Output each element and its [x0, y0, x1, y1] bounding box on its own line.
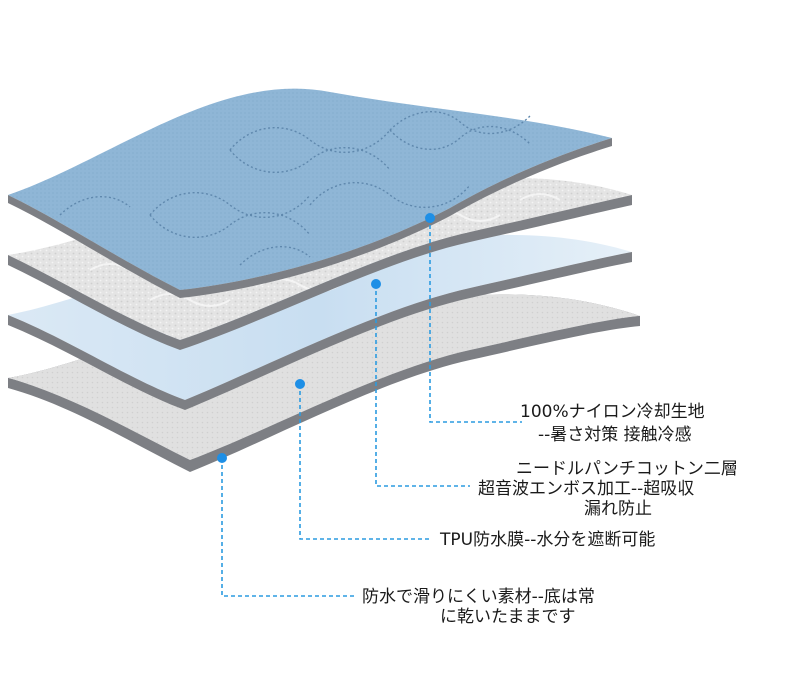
marker-dot-top — [425, 213, 435, 223]
marker-dot-bottom — [217, 453, 227, 463]
label-tpu-line1: TPU防水膜--水分を遮断可能 — [439, 530, 655, 550]
label-cotton-line3: 漏れ防止 — [584, 499, 652, 519]
quilt-stitching — [59, 111, 531, 266]
label-bottom-line1: 防水で滑りにくい素材--底は常 — [362, 587, 595, 607]
layer-top — [8, 88, 612, 298]
label-top-line2: --暑さ対策 接触冷感 — [538, 425, 692, 445]
label-bottom-line2: に乾いたままです — [440, 607, 576, 627]
leader-lines — [221, 218, 522, 597]
leader-bottom — [221, 458, 355, 597]
marker-dots — [217, 213, 435, 463]
marker-dot-cotton — [371, 279, 381, 289]
marker-dot-tpu — [295, 379, 305, 389]
leader-tpu — [299, 384, 430, 540]
labels: 100%ナイロン冷却生地 --暑さ対策 接触冷感 ニードルパンチコットン二層 超… — [362, 402, 738, 627]
label-top-line1: 100%ナイロン冷却生地 — [520, 402, 705, 422]
label-cotton-line2: 超音波エンボス加工--超吸収 — [478, 479, 694, 499]
leader-top — [429, 218, 522, 423]
label-cotton-line1: ニードルパンチコットン二層 — [516, 459, 738, 479]
nylon-fabric-surface — [8, 88, 612, 290]
